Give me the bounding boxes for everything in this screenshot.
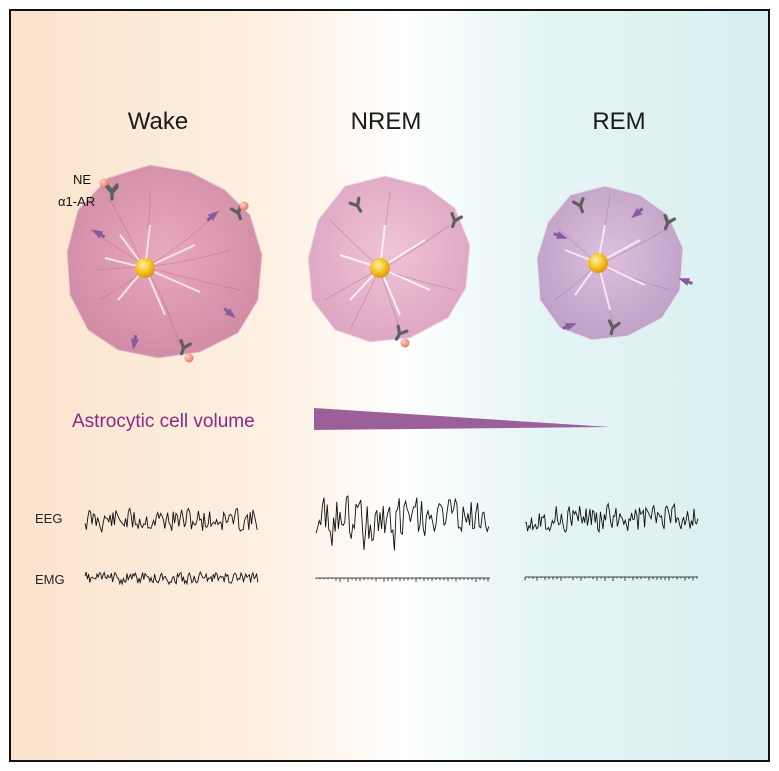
- stage-title-nrem: NREM: [350, 108, 422, 135]
- rem-soma: [588, 253, 608, 273]
- nrem-cell-body: [307, 175, 471, 343]
- nrem-astrocyte: [307, 175, 471, 348]
- ne-label: NE: [73, 172, 92, 187]
- rem-cell-body: [536, 185, 684, 341]
- eeg-label: EEG: [35, 511, 63, 526]
- nrem-main-processes: [339, 224, 431, 316]
- stage-title-wake: Wake: [127, 108, 189, 135]
- wake-ne-icon-2: [239, 201, 249, 211]
- nrem-soma: [370, 258, 390, 278]
- rem-astrocyte: [536, 185, 696, 341]
- emg-label: EMG: [35, 572, 65, 587]
- wake-soma: [135, 258, 155, 278]
- wake-ne-icon-3: [184, 353, 194, 363]
- wake-main-processes: [104, 224, 201, 316]
- eeg-traces: [84, 495, 699, 551]
- rem-main-processes: [564, 224, 646, 311]
- nrem-ne-icon: [400, 338, 410, 348]
- nrem-emg-trace: [315, 577, 490, 582]
- emg-traces: [84, 570, 698, 586]
- rem-emg-trace: [524, 576, 698, 581]
- wake-eeg-trace: [84, 507, 258, 534]
- nrem-eeg-trace: [315, 495, 490, 551]
- rem-eeg-trace: [524, 502, 699, 534]
- stage-title-rem: REM: [592, 108, 646, 135]
- volume-label: Astrocytic cell volume: [72, 411, 255, 432]
- receptor-label: α1-AR: [58, 194, 96, 209]
- volume-wedge: [314, 408, 610, 430]
- background-gradient: [10, 10, 769, 761]
- frame-border: [9, 9, 770, 762]
- wake-astrocyte: [66, 164, 263, 363]
- wake-emg-trace: [84, 570, 259, 586]
